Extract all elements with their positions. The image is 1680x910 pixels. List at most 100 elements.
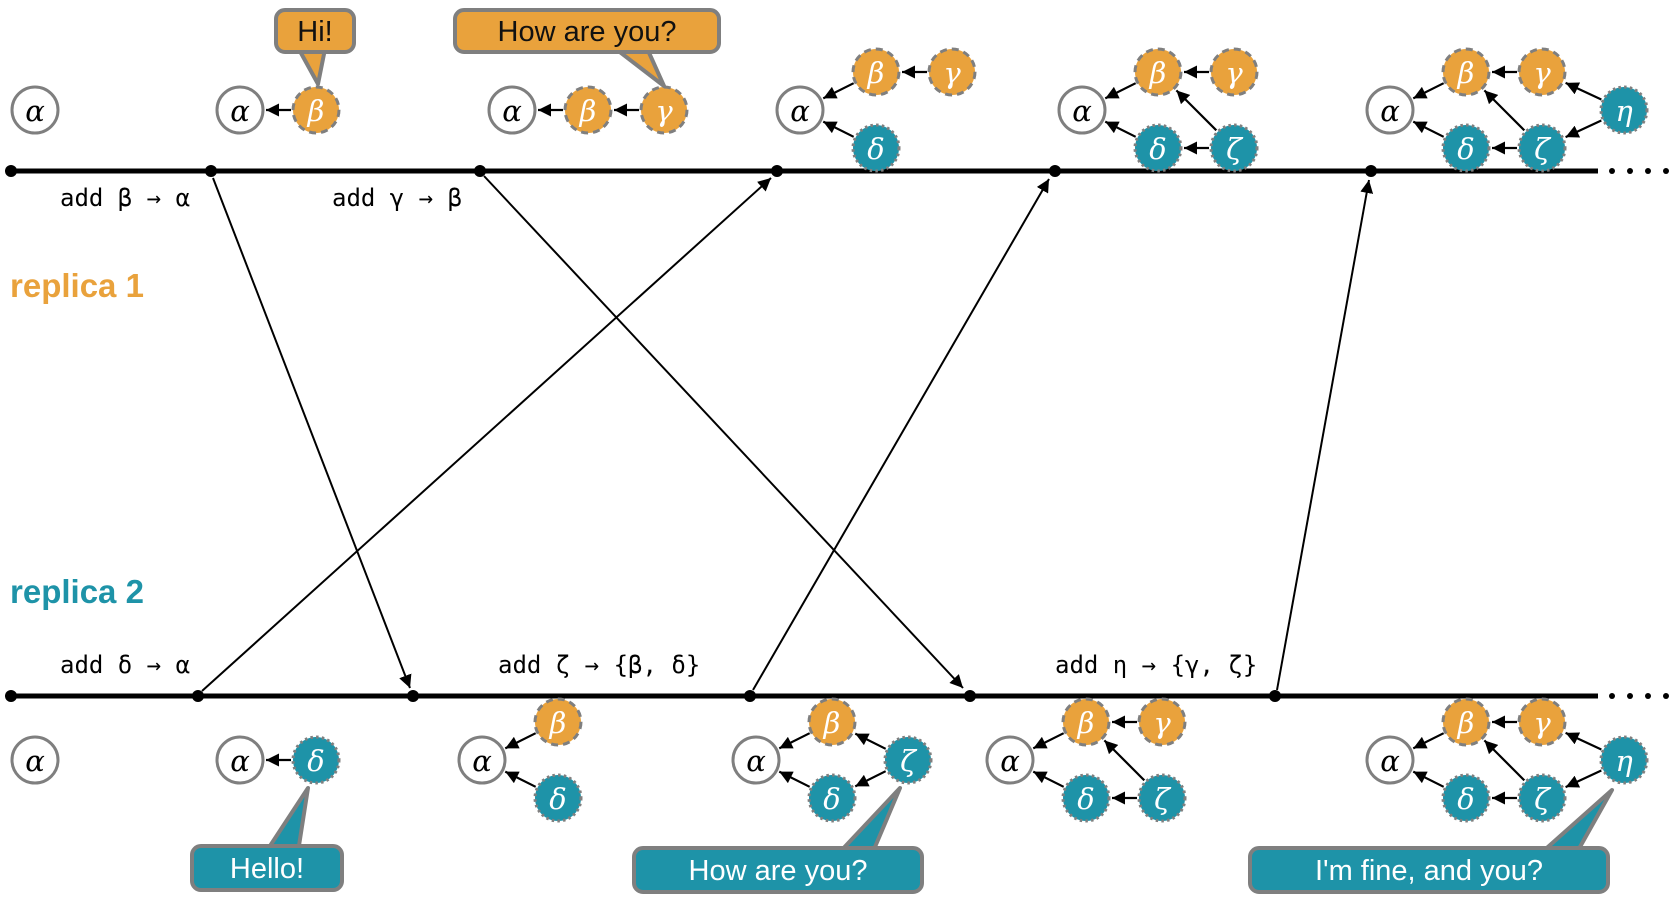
timeline-continuation-dot (1627, 168, 1633, 174)
node-eta (1599, 85, 1649, 135)
node-label-zeta: ζ (1154, 782, 1172, 816)
bubble-text: How are you? (689, 855, 868, 887)
node-label-alpha: α (1072, 94, 1092, 128)
node-label-zeta: ζ (1534, 132, 1552, 166)
node-delta (533, 773, 583, 823)
event-dot (1049, 165, 1061, 177)
node-label-delta: δ (1457, 782, 1474, 816)
bubble-text: How are you? (498, 16, 677, 48)
edge-eta-to-zeta (1565, 119, 1602, 139)
node-label-delta: δ (867, 132, 884, 166)
edge-beta-to-alpha (822, 82, 855, 100)
node-label-alpha: α (1380, 94, 1400, 128)
node-label-beta: β (549, 706, 567, 740)
message-beta-to-replica2 (212, 177, 412, 689)
node-label-gamma: γ (1153, 706, 1171, 740)
edge-zeta-to-beta (1483, 89, 1526, 132)
node-label-beta: β (307, 94, 325, 128)
node-label-beta: β (1457, 706, 1475, 740)
node-beta (533, 697, 583, 747)
replica1-label: replica 1 (10, 267, 144, 304)
message-delta-to-replica1 (201, 177, 772, 692)
node-delta (1441, 123, 1491, 173)
bubble-text: Hello! (230, 853, 304, 885)
node-label-beta: β (1077, 706, 1095, 740)
timeline-continuation-dot (1663, 168, 1669, 174)
node-alpha (985, 735, 1035, 785)
node-label-beta: β (1457, 56, 1475, 90)
node-label-gamma: γ (1533, 56, 1551, 90)
bubble-text: I'm fine, and you? (1315, 855, 1543, 887)
speech-bubble-how-are-you-bottom: How are you? (632, 786, 924, 894)
edge-eta-to-gamma (1565, 731, 1602, 751)
bubble-body (190, 844, 344, 892)
node-label-delta: δ (307, 744, 324, 778)
node-label-delta: δ (1149, 132, 1166, 166)
node-alpha (731, 735, 781, 785)
node-alpha (487, 85, 537, 135)
timeline-continuation-dot (1645, 693, 1651, 699)
op-label-add-eta: add η → {γ, ζ} (1055, 651, 1257, 679)
node-label-gamma: γ (655, 94, 673, 128)
event-dot (744, 690, 756, 702)
op-label-add-beta: add β → α (60, 184, 190, 212)
node-label-alpha: α (25, 744, 45, 778)
node-delta (807, 773, 857, 823)
node-label-alpha: α (502, 94, 522, 128)
node-label-beta: β (579, 94, 597, 128)
graph-state-r1-s5: α β γ δ ζ (1057, 47, 1259, 173)
node-gamma (1517, 697, 1567, 747)
node-delta (1133, 123, 1183, 173)
node-label-alpha: α (790, 94, 810, 128)
node-alpha (215, 85, 265, 135)
graph-state-r2-s5: α β γ δ ζ (985, 697, 1187, 823)
op-label-add-zeta: add ζ → {β, δ} (498, 651, 700, 679)
bubble-tail (264, 786, 310, 854)
node-label-zeta: ζ (1226, 132, 1244, 166)
edge-delta-to-alpha (1412, 120, 1445, 138)
node-delta (1441, 773, 1491, 823)
edge-eta-to-gamma (1565, 81, 1602, 101)
node-label-delta: δ (1077, 782, 1094, 816)
edge-delta-to-alpha (822, 120, 855, 138)
bubble-body (632, 846, 924, 894)
node-label-alpha: α (472, 744, 492, 778)
timeline-continuation-dot (1609, 693, 1615, 699)
event-dot (1365, 165, 1377, 177)
node-alpha (10, 735, 60, 785)
node-alpha (1057, 85, 1107, 135)
node-beta (563, 85, 613, 135)
node-beta (1441, 47, 1491, 97)
graph-state-r2-s3: αβδ (457, 697, 583, 823)
bubble-text: Hi! (297, 16, 332, 48)
replica2-label: replica 2 (10, 573, 144, 610)
timeline-continuation-dot (1627, 693, 1633, 699)
node-label-alpha: α (25, 94, 45, 128)
edge-zeta-to-beta (854, 732, 887, 750)
timeline-continuation-dot (1645, 168, 1651, 174)
node-label-gamma: γ (1225, 56, 1243, 90)
node-alpha (1365, 85, 1415, 135)
node-label-beta: β (1149, 56, 1167, 90)
node-zeta (1517, 773, 1567, 823)
node-alpha (1365, 735, 1415, 785)
node-gamma (927, 47, 977, 97)
node-label-gamma: γ (1533, 706, 1551, 740)
event-dot (474, 165, 486, 177)
edge-delta-to-alpha (778, 770, 811, 788)
event-dot (407, 690, 419, 702)
node-label-alpha: α (1000, 744, 1020, 778)
edge-zeta-to-beta (1175, 89, 1218, 132)
edge-delta-to-alpha (1412, 770, 1445, 788)
event-dot (964, 690, 976, 702)
node-beta (807, 697, 857, 747)
event-dot (771, 165, 783, 177)
edge-beta-to-alpha (1412, 732, 1445, 750)
message-eta-to-replica1 (1276, 179, 1374, 691)
